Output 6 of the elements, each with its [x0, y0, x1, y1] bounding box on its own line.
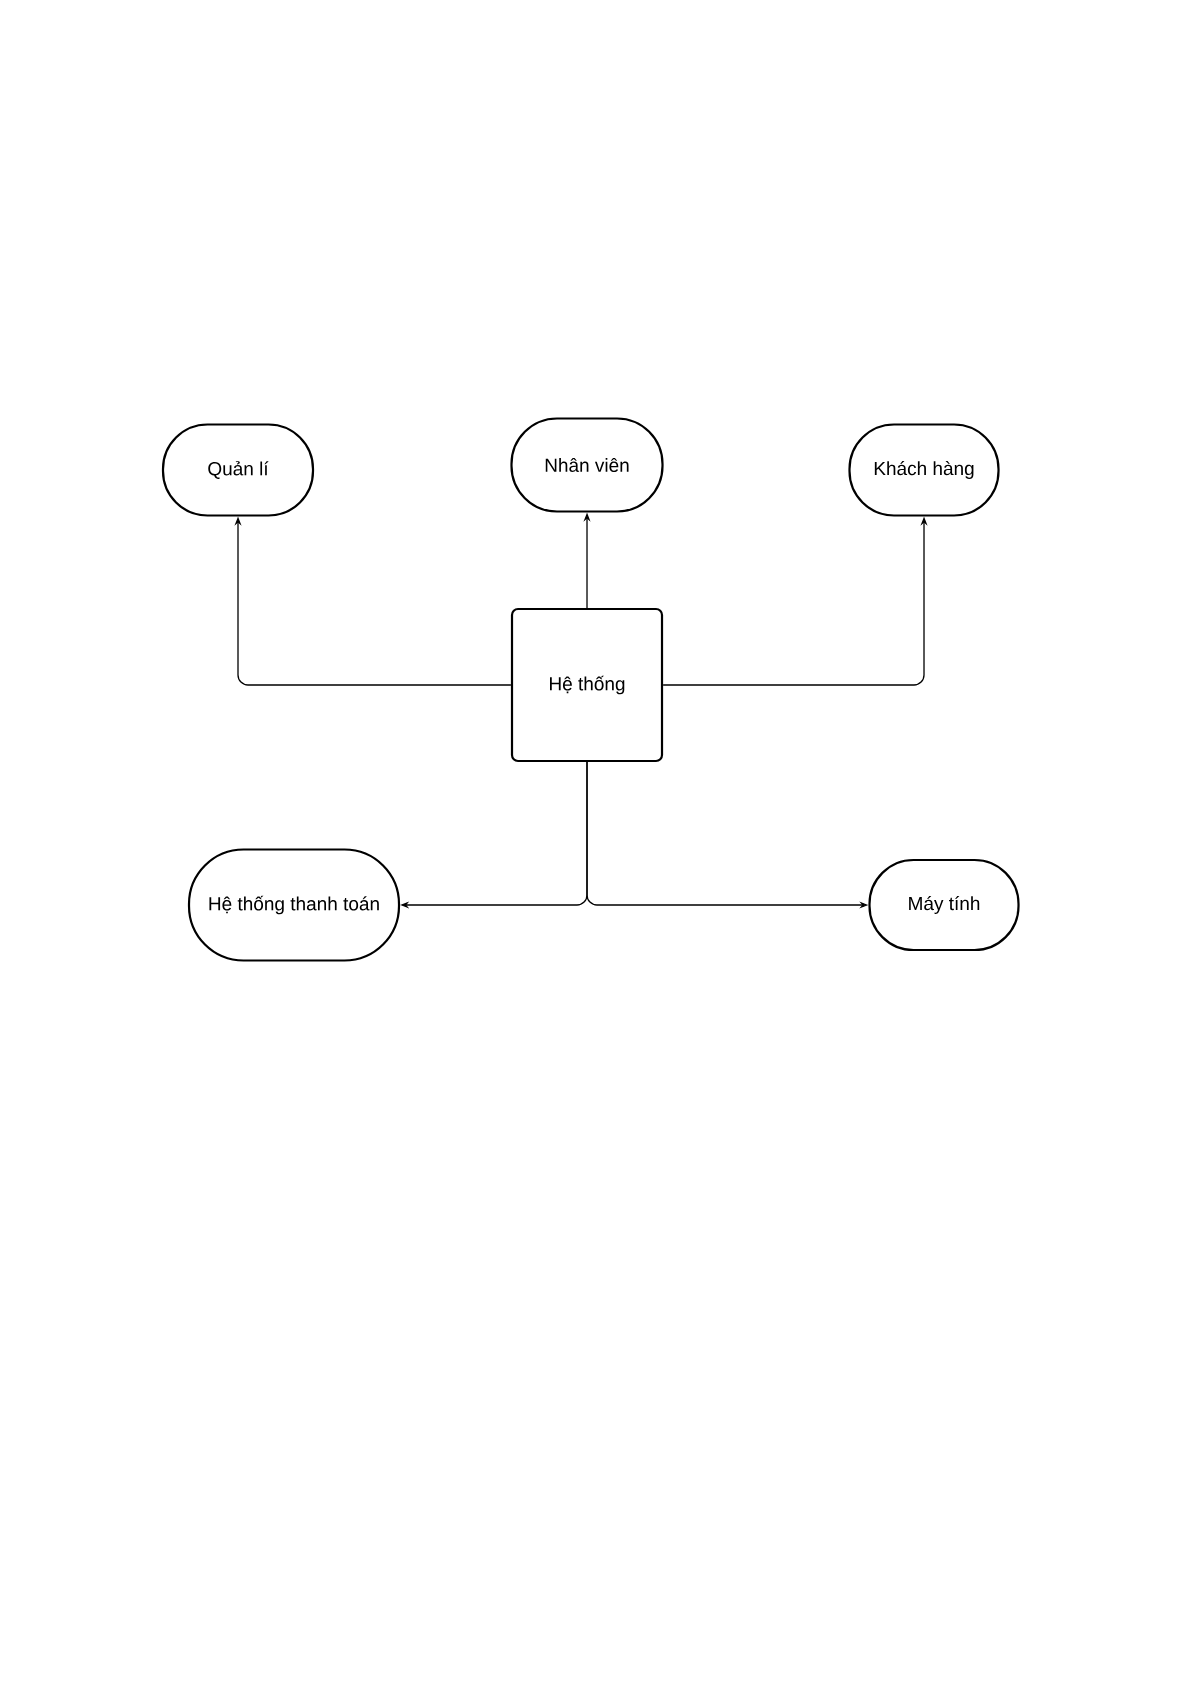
terminal-box: Khách hàng [848, 423, 1000, 517]
terminal-box: Nhân viên [510, 417, 664, 513]
process-box: Hệ thống [510, 607, 664, 763]
terminal-box: Máy tính [868, 858, 1020, 952]
terminal-box: Hệ thống thanh toán [187, 848, 401, 962]
terminal-box: Quản lí [161, 423, 315, 517]
